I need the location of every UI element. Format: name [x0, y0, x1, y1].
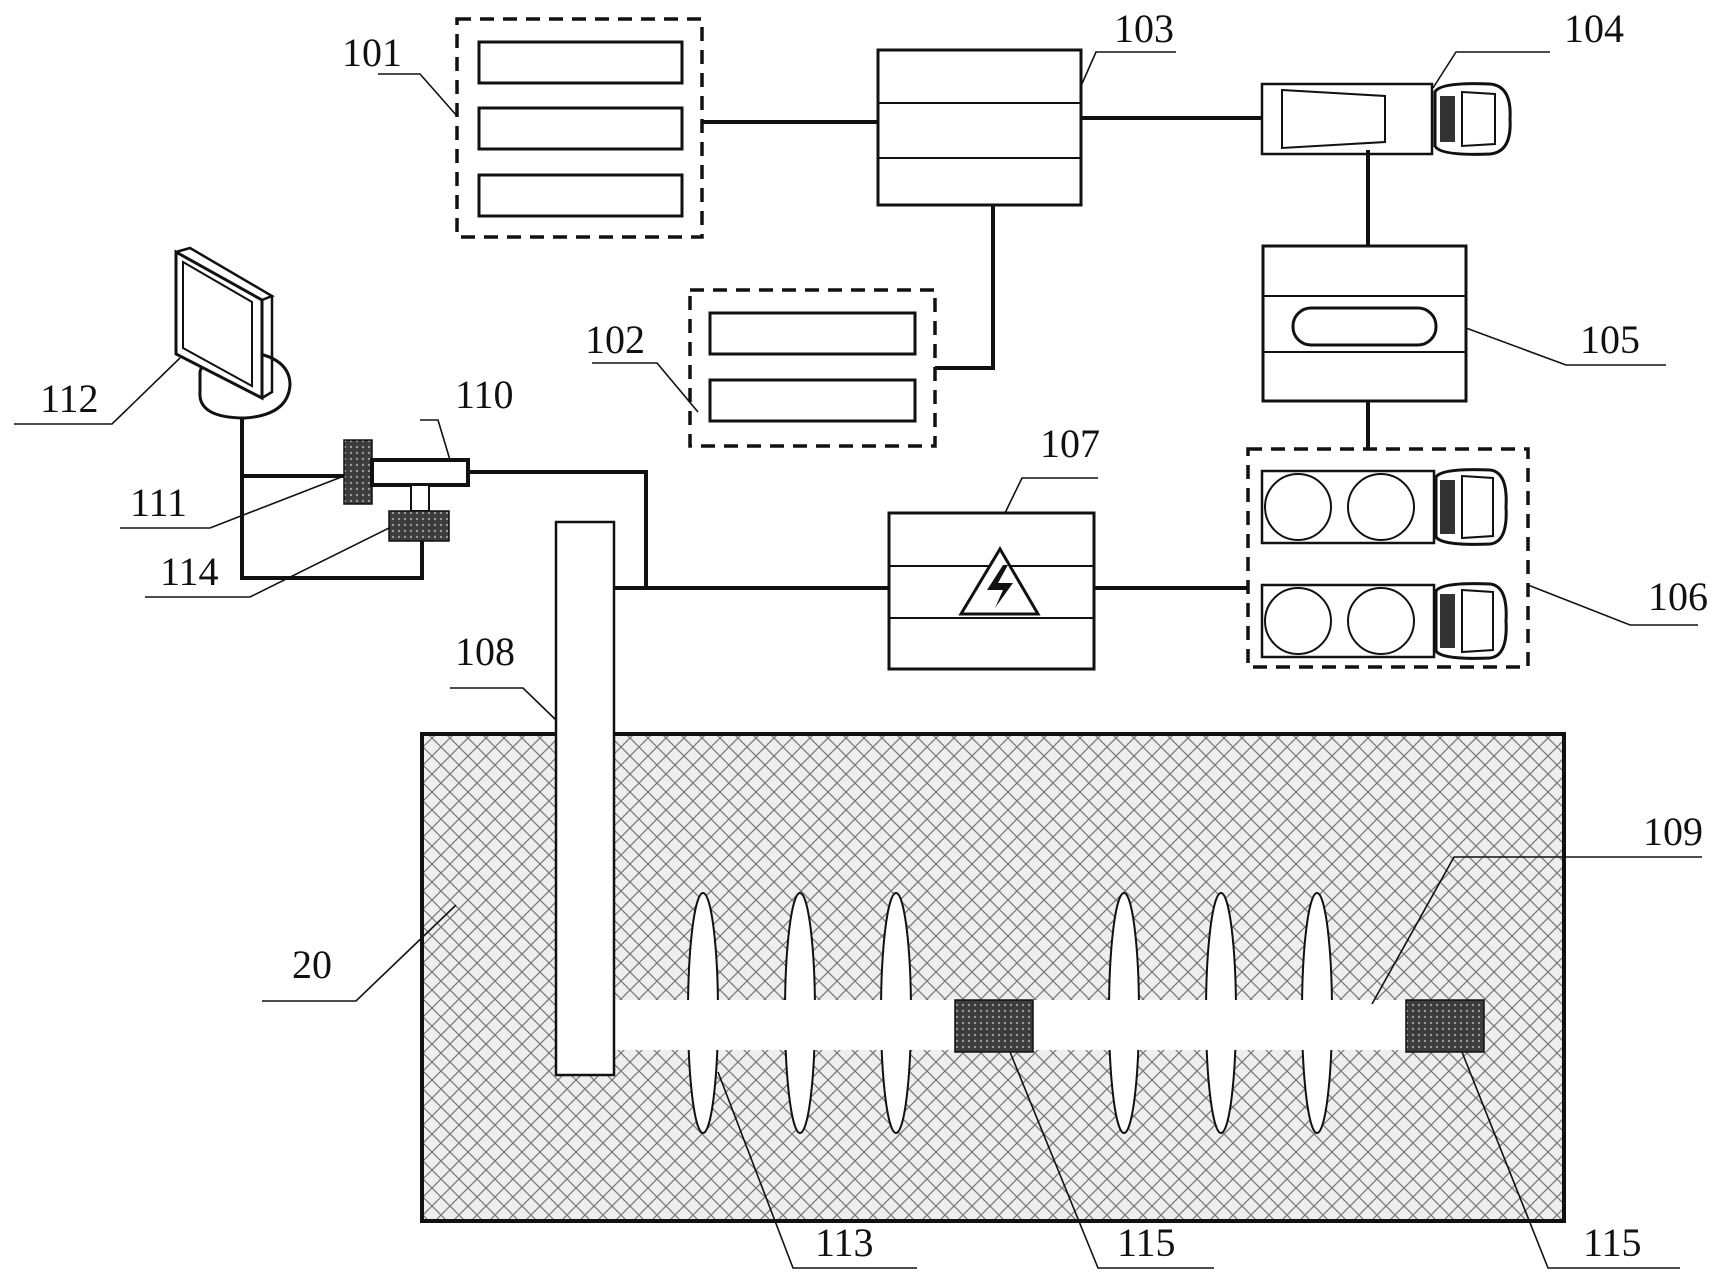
leader-lines	[14, 51, 1702, 1269]
module-103	[876, 48, 1083, 207]
module-105	[1261, 244, 1468, 403]
monitor-icon	[174, 246, 292, 420]
label-103: 103	[1114, 6, 1174, 51]
label-107: 107	[1040, 421, 1100, 466]
connection-lines	[240, 116, 1370, 590]
connector-114-stem	[410, 484, 430, 512]
truck-icon	[1260, 582, 1508, 660]
module-101-group	[455, 17, 704, 239]
label-101: 101	[342, 30, 402, 75]
label-112: 112	[40, 376, 99, 421]
horizontal-wellbore	[600, 1000, 1480, 1050]
label-20: 20	[292, 942, 332, 987]
truck-group-106	[1246, 447, 1530, 669]
high-voltage-icon	[958, 546, 1041, 616]
vertical-wellbore	[554, 520, 616, 1077]
label-109: 109	[1643, 809, 1703, 854]
pipe-110	[370, 458, 470, 487]
power-unit-107	[887, 511, 1096, 671]
label-105: 105	[1580, 317, 1640, 362]
plug-115-end	[1405, 999, 1485, 1053]
label-106: 106	[1648, 574, 1708, 619]
label-108: 108	[455, 629, 515, 674]
module-101-slot	[477, 40, 684, 85]
module-102-slot	[708, 378, 917, 423]
labels: 101 102 103 104 105 106 107 108 109 110 …	[40, 6, 1708, 1265]
label-104: 104	[1564, 6, 1624, 51]
label-114: 114	[160, 549, 219, 594]
sensor-111	[343, 439, 373, 505]
label-102: 102	[585, 317, 645, 362]
plug-115	[954, 999, 1034, 1053]
module-101-slot	[477, 106, 684, 151]
module-101-slot	[477, 173, 684, 218]
label-111: 111	[130, 480, 187, 525]
module-102-slot	[708, 311, 917, 356]
label-115-middle: 115	[1117, 1220, 1176, 1265]
sensor-114	[388, 510, 450, 542]
label-115-end: 115	[1583, 1220, 1642, 1265]
label-113: 113	[815, 1220, 874, 1265]
label-110: 110	[455, 372, 514, 417]
truck-icon	[1260, 468, 1508, 546]
tanker-truck-icon	[1260, 82, 1512, 156]
